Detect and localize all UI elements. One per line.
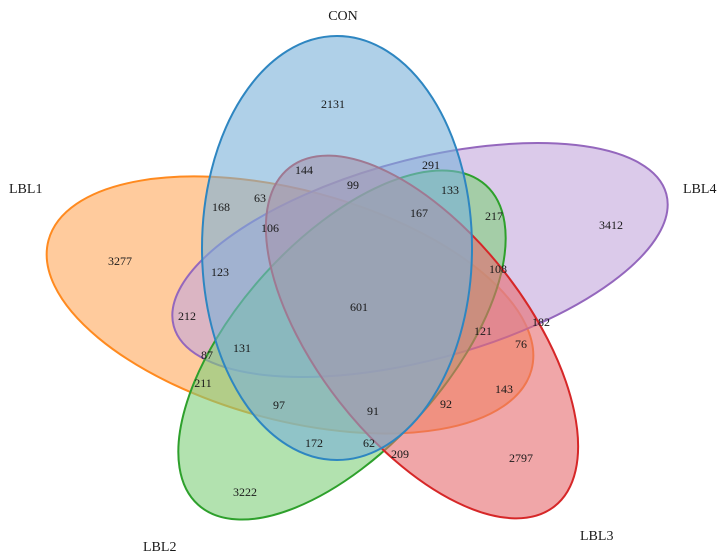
region-count: 121 — [474, 324, 492, 338]
count-lbl2-only: 3222 — [233, 485, 257, 499]
region-count: 144 — [295, 163, 313, 177]
region-count: 209 — [391, 447, 409, 461]
set-label-lbl3: LBL3 — [580, 529, 613, 544]
region-count: 143 — [495, 382, 513, 396]
region-count: 217 — [485, 209, 503, 223]
region-count: 76 — [515, 337, 527, 351]
count-lbl1-only: 3277 — [108, 254, 132, 268]
set-ellipses — [45, 35, 669, 521]
region-count: 172 — [305, 436, 323, 450]
region-count: 212 — [178, 309, 196, 323]
region-count: 168 — [212, 200, 230, 214]
region-count: 62 — [363, 436, 375, 450]
region-count: 211 — [194, 376, 212, 390]
set-labels: CON LBL1 LBL2 LBL3 LBL4 — [9, 9, 716, 555]
count-lbl4-only: 3412 — [599, 218, 623, 232]
region-count: 108 — [489, 262, 507, 276]
region-count: 291 — [422, 158, 440, 172]
region-count: 87 — [201, 348, 213, 362]
count-all-five: 601 — [350, 300, 368, 314]
region-count: 131 — [233, 341, 251, 355]
set-label-con: CON — [328, 9, 358, 24]
region-count: 167 — [410, 206, 428, 220]
region-count: 123 — [211, 265, 229, 279]
region-counts: 2131 3277 3222 2797 3412 601 144 291 99 … — [108, 97, 623, 499]
region-count: 63 — [254, 191, 266, 205]
region-count: 106 — [261, 221, 279, 235]
set-label-lbl2: LBL2 — [143, 540, 176, 555]
region-count: 92 — [440, 397, 452, 411]
set-label-lbl4: LBL4 — [683, 182, 716, 197]
region-count: 91 — [367, 404, 379, 418]
count-con-only: 2131 — [321, 97, 345, 111]
count-lbl3-only: 2797 — [509, 451, 533, 465]
region-count: 99 — [347, 178, 359, 192]
region-count: 182 — [532, 315, 550, 329]
region-count: 97 — [273, 398, 285, 412]
region-count: 133 — [441, 183, 459, 197]
ellipse-con — [201, 35, 473, 461]
set-label-lbl1: LBL1 — [9, 182, 42, 197]
